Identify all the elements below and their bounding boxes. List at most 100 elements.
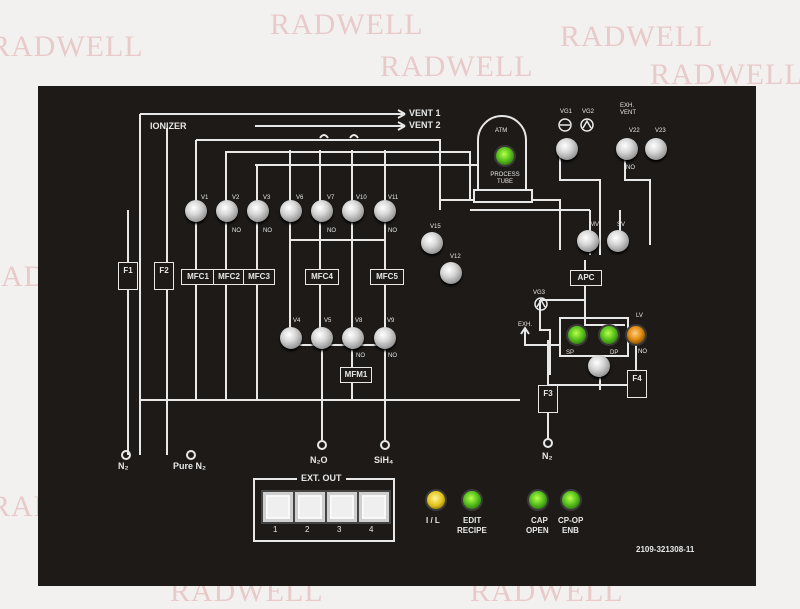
mfc2-box: MFC2 (213, 269, 245, 285)
valve-v8-knob[interactable] (342, 327, 364, 349)
gas-n2-right: N₂ (542, 451, 553, 461)
cpop-label: CP-OP (558, 516, 584, 525)
part-number: 2109-321308-11 (636, 545, 695, 554)
gas-n2-left: N₂ (118, 461, 129, 471)
valve-lv-label: LV (636, 313, 643, 319)
atm-label: ATM (495, 128, 508, 134)
vg2-label: VG2 (582, 109, 595, 115)
process-tube-led (494, 145, 516, 167)
ext-out-label-1: 1 (273, 525, 278, 534)
ext-out-button-1[interactable] (263, 492, 293, 522)
normally-open-label: NO (388, 353, 397, 359)
ext-out-button-4[interactable] (359, 492, 389, 522)
valve-v9-knob[interactable] (374, 327, 396, 349)
valve-sv-label: SV (617, 222, 626, 228)
ext-out-button-3[interactable] (327, 492, 357, 522)
ext-out-group: EXT. OUT 1 2 3 4 (253, 473, 395, 542)
valve-v23-knob[interactable] (645, 138, 667, 160)
valve-v3-knob[interactable] (247, 200, 269, 222)
ext-out-label-2: 2 (305, 525, 310, 534)
valve-v7-label: V7 (327, 195, 335, 201)
normally-open-label: NO (263, 228, 272, 234)
watermark-text: RADWELL (560, 20, 714, 53)
gauge-vg-knob[interactable] (556, 138, 578, 160)
ext-out-button-2[interactable] (295, 492, 325, 522)
mfm1-box: MFM1 (340, 367, 372, 383)
mfc1-box: MFC1 (181, 269, 215, 285)
gas-n2o: N₂O (310, 455, 328, 465)
normally-open-label: NO (356, 353, 365, 359)
mfc3-box: MFC3 (243, 269, 275, 285)
valve-dp-knob[interactable] (588, 355, 610, 377)
il-label: I / L (426, 516, 440, 525)
v23-label: V23 (655, 128, 666, 134)
valve-v4-label: V4 (293, 318, 301, 324)
normally-open-label: NO (638, 349, 647, 355)
normally-open-label: NO (232, 228, 241, 234)
open-label: OPEN (526, 526, 549, 535)
filter-f3: F3 (538, 385, 558, 413)
valve-v12-knob[interactable] (440, 262, 462, 284)
normally-open-label: NO (327, 228, 336, 234)
exh-label: EXH. (518, 322, 533, 328)
ext-out-title: EXT. OUT (297, 473, 346, 483)
edit-recipe-led (461, 489, 483, 511)
dp-label: DP (610, 350, 619, 356)
apc-box: APC (570, 270, 602, 286)
vg1-label: VG1 (560, 109, 573, 115)
exh-vent-label: EXH. VENT (620, 103, 637, 116)
valve-v15-label: V15 (430, 224, 441, 230)
watermark-text: RADWELL (380, 50, 534, 83)
ext-out-label-4: 4 (369, 525, 374, 534)
filter-f2: F2 (154, 262, 174, 290)
valve-v2-knob[interactable] (216, 200, 238, 222)
valve-v8-label: V8 (355, 318, 363, 324)
valve-v2-label: V2 (232, 195, 240, 201)
normally-open-label: NO (388, 228, 397, 234)
gas-sih4: SiH₄ (374, 455, 394, 465)
cap-label: CAP (531, 516, 548, 525)
valve-v11-label: V11 (388, 195, 399, 201)
watermark-text: RADWELL (0, 30, 144, 63)
valve-v11-knob[interactable] (374, 200, 396, 222)
gas-pure-n2: Pure N₂ (173, 461, 207, 471)
valve-v6-knob[interactable] (280, 200, 302, 222)
vent1-label: VENT 1 (409, 108, 441, 118)
ext-out-label-3: 3 (337, 525, 342, 534)
vacuum-gauge-icon (558, 118, 594, 132)
valve-v1-knob[interactable] (185, 200, 207, 222)
vg3-label: VG3 (533, 290, 546, 296)
valve-mv-knob[interactable] (577, 230, 599, 252)
lv-led (625, 324, 647, 346)
valve-v3-label: V3 (263, 195, 271, 201)
valve-v10-knob[interactable] (342, 200, 364, 222)
watermark-text: RADWELL (270, 8, 424, 41)
enb-label: ENB (562, 526, 579, 535)
mfc5-box: MFC5 (370, 269, 404, 285)
valve-v5-knob[interactable] (311, 327, 333, 349)
watermark-text: RADWELL (650, 58, 800, 91)
valve-v9-label: V9 (387, 318, 395, 324)
recipe-label: RECIPE (457, 526, 487, 535)
valve-v4-knob[interactable] (280, 327, 302, 349)
cap-open-led (527, 489, 549, 511)
edit-label: EDIT (463, 516, 482, 525)
ionizer-label: IONIZER (150, 121, 187, 131)
valve-v7-knob[interactable] (311, 200, 333, 222)
sp-led (566, 324, 588, 346)
filter-f4: F4 (627, 370, 647, 398)
normally-open-label: NO (626, 165, 635, 171)
valve-mv-label: MV (590, 222, 599, 228)
valve-v10-label: V10 (356, 195, 367, 201)
valve-sv-knob[interactable] (607, 230, 629, 252)
sp-label: SP (566, 350, 575, 356)
valve-v6-label: V6 (296, 195, 304, 201)
vent2-label: VENT 2 (409, 120, 441, 130)
filter-f1: F1 (118, 262, 138, 290)
dp-led (598, 324, 620, 346)
vacuum-gauge-icon (534, 297, 548, 311)
valve-v5-label: V5 (324, 318, 332, 324)
valve-v15-knob[interactable] (421, 232, 443, 254)
valve-v22-knob[interactable] (616, 138, 638, 160)
